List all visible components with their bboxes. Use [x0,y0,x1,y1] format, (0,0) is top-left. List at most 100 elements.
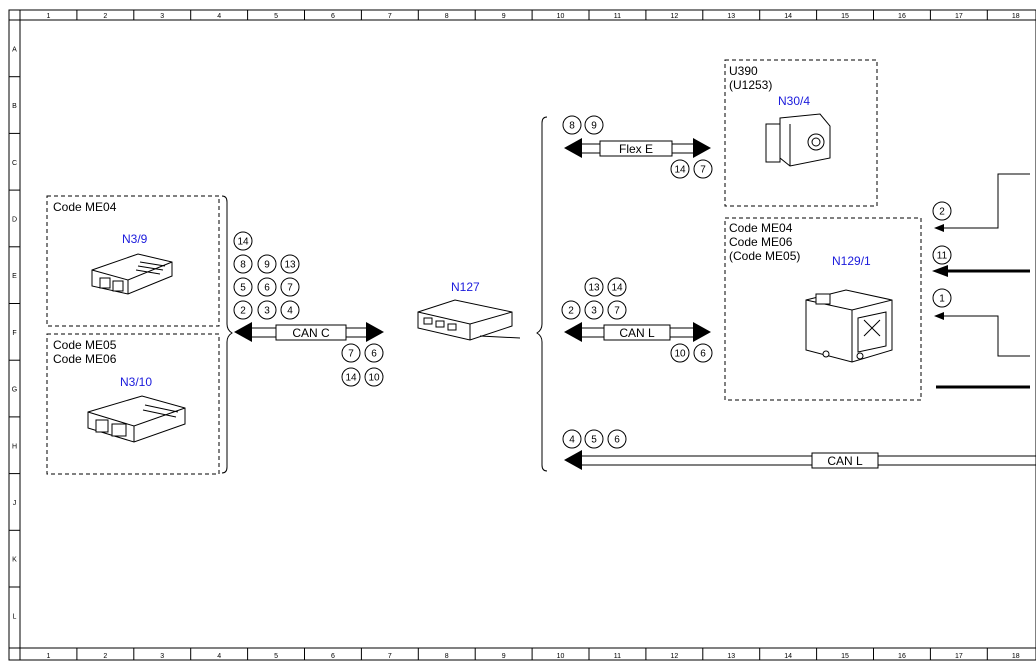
bus-can-c: CAN C [234,322,384,342]
connection-marker: 5 [584,429,604,449]
connection-marker: 4 [562,429,582,449]
box-me04-code-1: Code ME04 [53,200,117,214]
grid-column-label: 8 [445,653,449,660]
marker-number: 14 [237,237,249,248]
grid-row-label: B [12,103,17,110]
box-code-me05: Code ME05 Code ME06 N3/10 [46,333,220,475]
marker-number: 8 [569,121,575,132]
marker-circle [561,300,581,320]
box-u390-line-1: U390 [729,64,758,78]
marker-number: 7 [348,349,354,360]
marker-circle [233,254,253,274]
box-n129-code-1: Code ME04 [729,221,793,235]
connection-marker: 7 [607,300,627,320]
marker-number: 3 [264,306,270,317]
marker-number: 4 [569,435,575,446]
marker-circle [257,254,277,274]
grid-column-label: 10 [557,13,565,20]
grid-row-label: F [12,330,16,337]
connection-marker: 7 [341,343,361,363]
grid-column-label: 13 [727,13,735,20]
connection-marker: 4 [280,300,300,320]
connection-marker: 8 [562,115,582,135]
component-label-n129-1: N129/1 [832,254,871,268]
connection-marker: 6 [257,277,277,297]
grid-row-label: H [12,443,17,450]
connection-marker: 2 [233,300,253,320]
connection-marker: 13 [280,254,300,274]
marker-circle [341,367,361,387]
connection-marker: 1 [932,288,952,308]
grid-column-label: 11 [614,653,621,660]
marker-number: 10 [674,349,686,360]
connection-marker: 6 [693,343,713,363]
connection-marker: 2 [561,300,581,320]
marker-circle [562,115,582,135]
bus-can-l-bottom: CAN L [564,450,1036,470]
grid-column-label: 12 [670,653,678,660]
abs-unit-illustration [765,113,831,167]
marker-number: 3 [591,306,597,317]
marker-number: 9 [264,260,270,271]
marker-number: 4 [287,306,293,317]
grid-row-label: D [12,216,17,223]
marker-number: 1 [939,294,945,305]
marker-number: 14 [674,165,686,176]
marker-circle [233,300,253,320]
connection-marker: 6 [364,343,384,363]
box-n129-code-2: Code ME06 [729,235,793,249]
marker-circle [584,115,604,135]
marker-number: 14 [345,373,357,384]
marker-circle [584,429,604,449]
marker-number: 5 [591,435,597,446]
grid-column-label: 17 [955,13,963,20]
grid-column-label: 6 [331,653,335,660]
marker-circle [693,343,713,363]
marker-number: 10 [368,373,380,384]
marker-number: 13 [588,283,600,294]
grid-column-label: 16 [898,653,906,660]
grid-row-label: G [12,387,17,394]
box-u390: U390 (U1253) N30/4 [724,59,878,207]
connection-marker: 6 [607,429,627,449]
grid-column-label: 3 [160,653,164,660]
connection-marker: 9 [257,254,277,274]
grid-column-label: 13 [727,653,735,660]
marker-circle [584,300,604,320]
grid-column-label: 4 [217,13,221,20]
box-me05-code-2: Code ME06 [53,352,117,366]
can-l-bottom-label: CAN L [827,454,863,468]
box-n129-code-3: (Code ME05) [729,249,800,263]
connection-marker: 5 [233,277,253,297]
left-bracket [221,195,233,474]
marker-circle [693,159,713,179]
marker-number: 6 [614,435,620,446]
marker-number: 7 [700,165,706,176]
grid-column-label: 12 [670,13,678,20]
marker-number: 7 [287,283,293,294]
grid-column-label: 1 [46,13,50,20]
marker-circle [364,367,384,387]
grid-column-label: 18 [1012,13,1020,20]
grid-column-label: 14 [784,13,792,20]
grid-row-label: E [12,273,17,280]
ecu-n3-10-illustration [87,395,186,443]
connection-marker: 10 [670,343,690,363]
right-side-lines [932,173,1030,389]
marker-number: 6 [371,349,377,360]
connection-marker: 14 [670,159,690,179]
connection-marker: 13 [584,277,604,297]
grid-column-label: 15 [841,653,849,660]
connection-marker: 14 [233,231,253,251]
grid-row-label: K [12,557,17,564]
grid-row-label: C [12,160,17,167]
marker-number: 13 [284,260,296,271]
module-n127: N127 [417,280,521,341]
marker-circle [257,277,277,297]
marker-circle [670,343,690,363]
control-unit-illustration [805,289,893,363]
grid-column-label: 3 [160,13,164,20]
